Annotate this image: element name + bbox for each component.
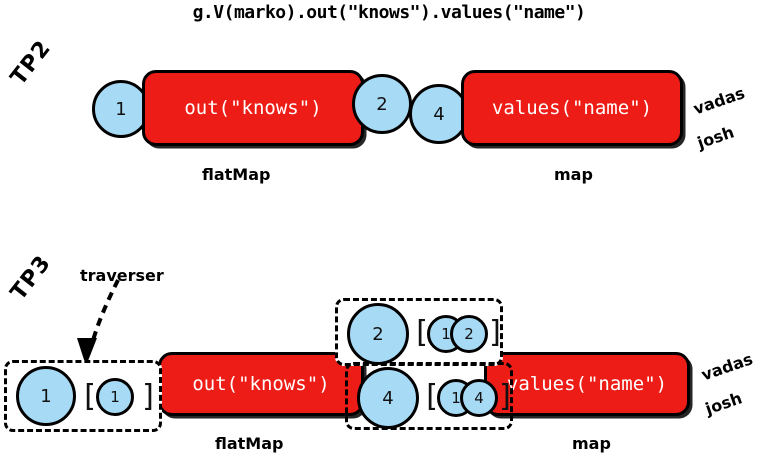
tp3-traverser-2-bracket-close: ] [487,315,506,350]
tp3-traverser-2-object: 2 [347,303,409,365]
tp3-traverser-4-bracket-close: ] [497,379,516,414]
tp2-step-values[interactable]: values("name") [461,70,683,146]
tp2-step-label-flatmap: flatMap [202,165,271,184]
tp2-version-badge: TP2 [6,35,57,91]
tp2-step-label-map: map [554,165,593,184]
tp2-result-josh: josh [694,122,737,153]
traverser-annotation-label: traverser [80,266,164,285]
tp3-step-label-flatmap: flatMap [215,434,284,453]
tp3-traverser-4-box [345,362,513,430]
tp3-result-josh: josh [702,388,745,419]
tp3-traverser-4-object: 4 [357,367,419,429]
tp3-step-out[interactable]: out("knows") [158,352,364,416]
tp3-traverser-start-bracket-close: ] [140,379,159,414]
page-title: g.V(marko).out("knows").values("name") [192,2,586,23]
tp2-result-vadas: vadas [690,83,748,119]
tp2-circle-start: 1 [92,80,150,138]
tp3-traverser-start-object: 1 [16,366,76,426]
tp2-circle-2: 2 [352,74,412,134]
tp3-traverser-4-bracket-open: [ [422,379,441,414]
tp3-step-values[interactable]: values("name") [484,352,690,416]
tp2-circle-4: 4 [409,84,469,144]
tp2-step-out[interactable]: out("knows") [142,70,364,146]
tp3-traverser-4-path-1: 4 [460,379,498,417]
tp3-traverser-start-bracket-open: [ [80,379,99,414]
tp3-version-badge: TP3 [6,250,57,306]
tp3-traverser-start-path-0: 1 [96,378,134,416]
tp3-step-label-map: map [572,434,611,453]
tp3-result-vadas: vadas [698,349,756,385]
tp3-traverser-2-path-1: 2 [450,315,488,353]
tp3-traverser-2-bracket-open: [ [412,315,431,350]
